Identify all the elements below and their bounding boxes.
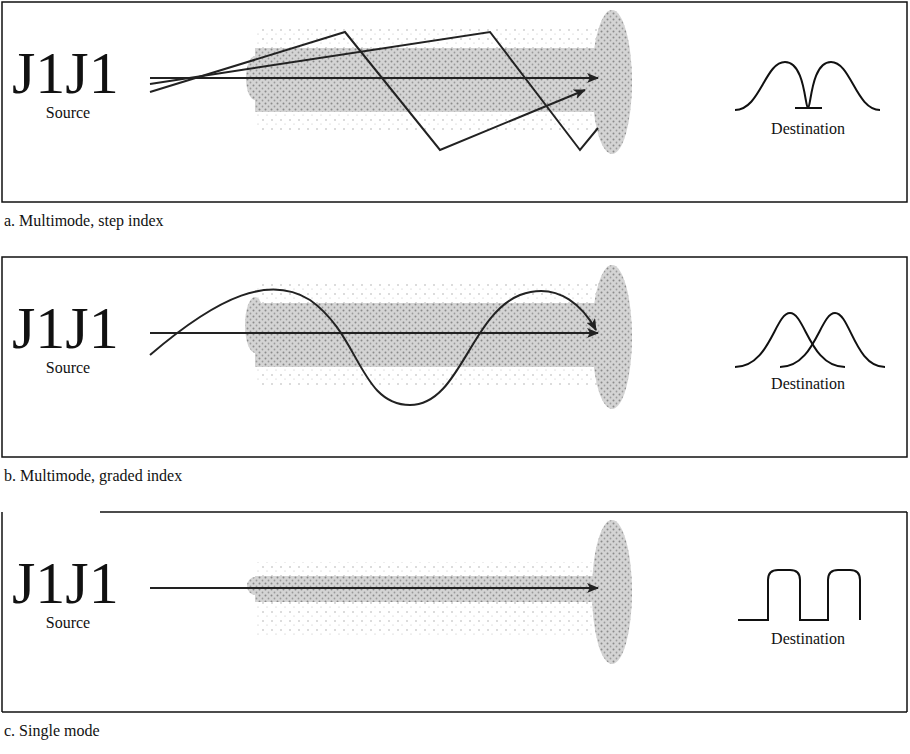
source-symbol: J1J1 (12, 295, 119, 361)
panel-graded-index (2, 257, 907, 457)
destination-label: Destination (771, 375, 845, 393)
source-label: Source (46, 614, 90, 632)
destination-label: Destination (771, 630, 845, 648)
source-label: Source (46, 104, 90, 122)
panel-step-index (2, 2, 907, 202)
source-symbol: J1J1 (12, 40, 119, 106)
source-label: Source (46, 359, 90, 377)
panel-caption: b. Multimode, graded index (4, 467, 182, 485)
source-symbol: J1J1 (12, 550, 119, 616)
destination-label: Destination (771, 120, 845, 138)
panel-caption: c. Single mode (4, 722, 100, 740)
panel-single-mode (2, 512, 907, 712)
panel-caption: a. Multimode, step index (4, 212, 164, 230)
